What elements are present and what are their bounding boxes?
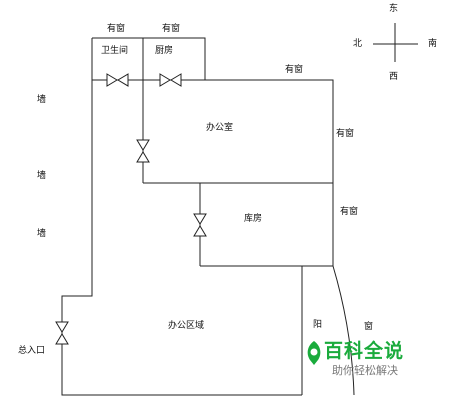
window-label-office-top: 有窗	[285, 65, 304, 75]
watermark-logo-icon	[307, 341, 321, 365]
storage-door-icon	[193, 213, 207, 237]
room-label-balcony-right: 窗	[364, 322, 374, 332]
room-label-bathroom: 卫生间	[101, 46, 129, 56]
compass-west: 西	[389, 72, 399, 82]
window-label-storage-right: 有窗	[340, 207, 359, 217]
room-label-balcony: 阳	[313, 320, 323, 330]
room-label-kitchen: 厨房	[155, 46, 174, 56]
office-door-icon	[136, 139, 150, 163]
room-label-office: 办公室	[206, 123, 234, 133]
outer-wall	[92, 37, 334, 183]
wall-label-1: 墙	[37, 95, 47, 105]
wall-label-3: 墙	[37, 229, 47, 239]
wall-label-2: 墙	[37, 171, 47, 181]
kitchen-door-icon	[159, 73, 182, 87]
balcony-arc	[332, 265, 355, 396]
bathroom-door-icon	[106, 73, 129, 87]
compass-south: 南	[428, 39, 438, 49]
window-label-office-right: 有窗	[336, 129, 355, 139]
watermark-subtitle: 助你轻松解决	[332, 364, 398, 377]
compass-east: 东	[389, 4, 399, 14]
entrance-door-icon	[55, 321, 69, 345]
room-label-office-area: 办公区域	[168, 321, 205, 331]
window-label-kitchen: 有窗	[162, 24, 181, 34]
compass-north: 北	[353, 39, 363, 49]
left-wall	[61, 38, 302, 396]
entrance-label: 总入口	[18, 346, 46, 356]
window-label-bathroom: 有窗	[107, 24, 126, 34]
watermark: 百科全说 助你轻松解决	[302, 334, 414, 386]
watermark-title: 百科全说	[324, 340, 405, 362]
room-label-storage: 库房	[244, 214, 263, 224]
compass-icon	[373, 23, 418, 62]
